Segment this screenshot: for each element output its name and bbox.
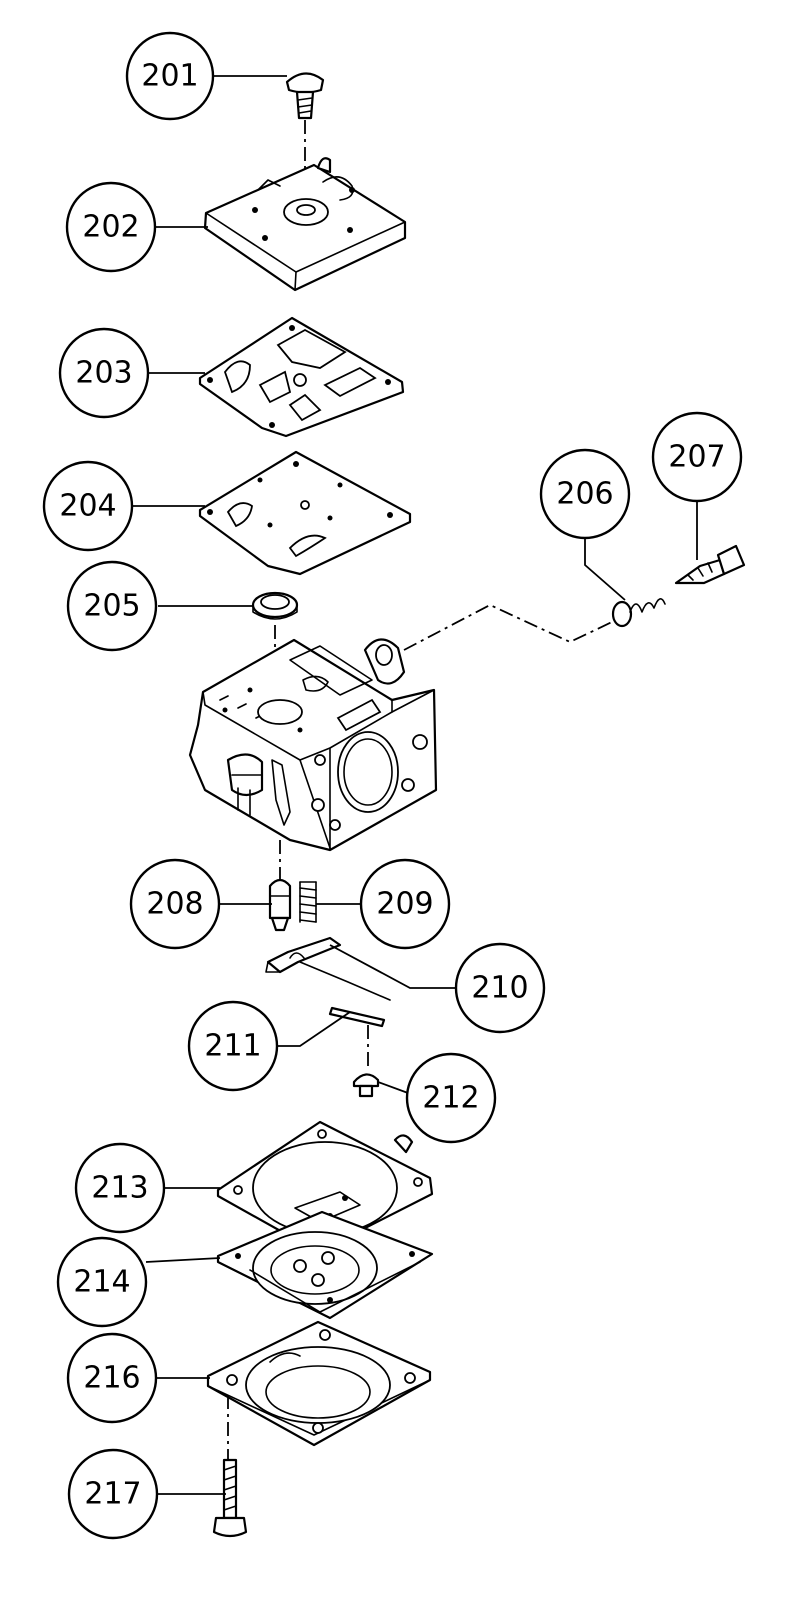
callout-203-label: 203 [75, 356, 132, 391]
callout-217: 217 [67, 1448, 159, 1540]
leader-214 [145, 1257, 221, 1263]
callout-205-label: 205 [83, 589, 140, 624]
part-207-needle [674, 544, 746, 585]
part-carburetor-body [188, 638, 438, 852]
callout-203: 203 [58, 327, 150, 419]
callout-202: 202 [65, 181, 157, 273]
leader-212 [377, 1081, 409, 1094]
callout-211-label: 211 [204, 1029, 261, 1064]
part-216-cover [206, 1320, 432, 1447]
callout-201-label: 201 [141, 59, 198, 94]
callout-206-label: 206 [556, 477, 613, 512]
axis-needle [403, 603, 613, 651]
part-217-screw [212, 1458, 248, 1538]
leader-210 [329, 944, 457, 989]
callout-213-label: 213 [91, 1171, 148, 1206]
callout-204: 204 [42, 460, 134, 552]
callout-212-label: 212 [422, 1081, 479, 1116]
part-211-pin [328, 1006, 386, 1028]
callout-216: 216 [66, 1332, 158, 1424]
callout-204-label: 204 [59, 489, 116, 524]
part-212-screw [352, 1073, 380, 1098]
callout-207-label: 207 [668, 440, 725, 475]
callout-210-label: 210 [471, 971, 528, 1006]
part-206-spring [611, 598, 666, 628]
part-210-lever [265, 936, 391, 1001]
part-204-diaphragm [198, 450, 412, 576]
part-208-inlet-needle [268, 878, 292, 932]
callout-205: 205 [66, 560, 158, 652]
part-213-gasket [216, 1120, 434, 1254]
callout-211: 211 [187, 1000, 279, 1092]
callout-216-label: 216 [83, 1361, 140, 1396]
callout-217-label: 217 [84, 1477, 141, 1512]
callout-202-label: 202 [82, 210, 139, 245]
callout-212: 212 [405, 1052, 497, 1144]
callout-209: 209 [359, 858, 451, 950]
part-205-seal [251, 591, 299, 620]
callout-214: 214 [56, 1236, 148, 1328]
callout-201: 201 [125, 31, 215, 121]
callout-209-label: 209 [376, 887, 433, 922]
callout-210: 210 [454, 942, 546, 1034]
callout-206: 206 [539, 448, 631, 540]
leader-206 [584, 538, 626, 601]
callout-207: 207 [651, 411, 743, 503]
part-214-diaphragm [216, 1210, 434, 1320]
callout-214-label: 214 [73, 1265, 130, 1300]
part-209-spring [299, 881, 317, 923]
callout-208-label: 208 [146, 887, 203, 922]
part-201-screw [285, 72, 325, 120]
leader-lines [133, 75, 698, 1495]
leader-211 [277, 1011, 351, 1047]
callout-213: 213 [74, 1142, 166, 1234]
part-203-gasket [198, 316, 405, 438]
part-202-cover [203, 157, 407, 292]
callout-208: 208 [129, 858, 221, 950]
